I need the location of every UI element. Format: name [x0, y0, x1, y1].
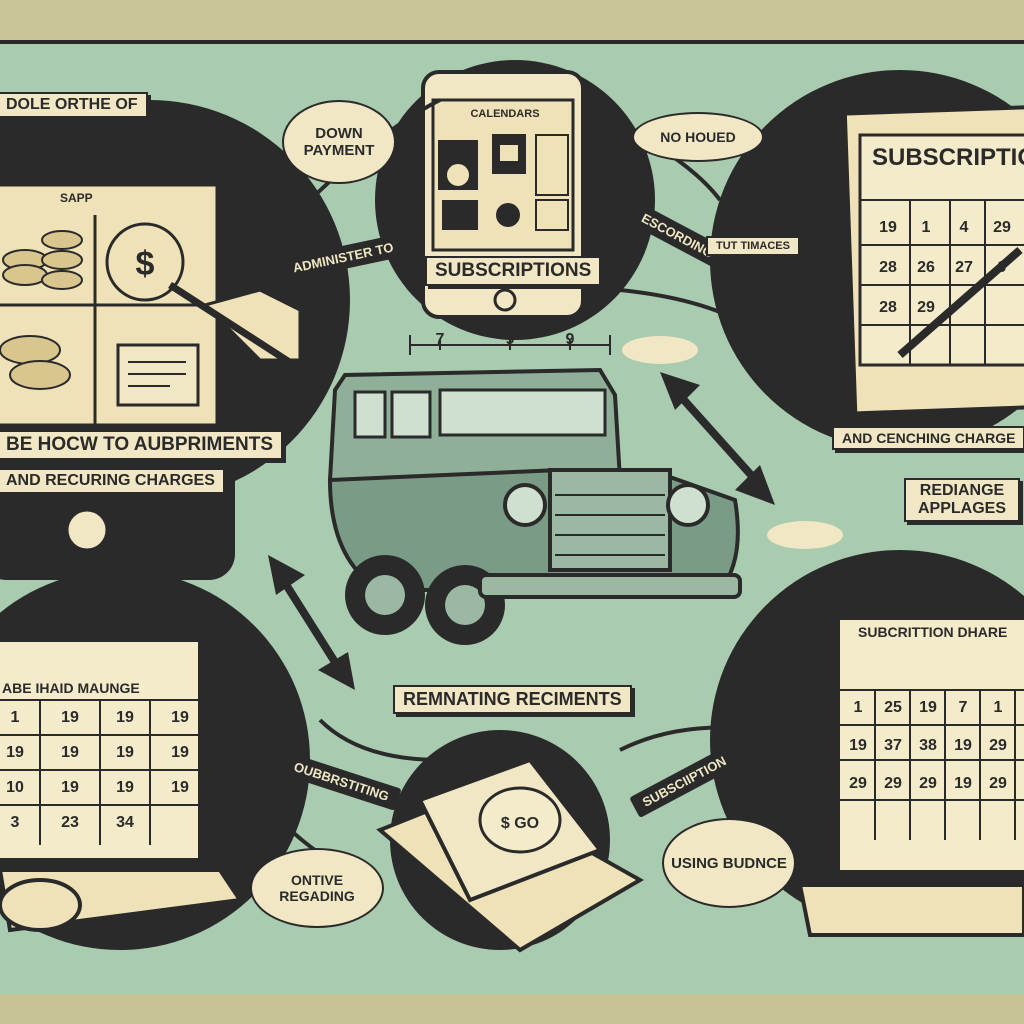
timeline-scale [409, 335, 611, 355]
hand-with-pen [168, 282, 327, 388]
calendar-date-cell: 37 [884, 737, 902, 754]
calendar-top-right-dates: 19 1 4 29 28 26 27 9 28 29 [879, 219, 1011, 316]
tut-timaces-tag: TUT TIMACES [706, 236, 800, 256]
no-houed-bubble: NO HOUED [632, 112, 764, 162]
down-payment-bubble: DOWN PAYMENT [282, 100, 396, 184]
rediange-label: REDIANGE APPLAGES [904, 478, 1020, 522]
calendar-date-cell: 19 [6, 744, 24, 761]
svg-text:$: $ [136, 245, 155, 283]
curved-arrow-icon [318, 718, 441, 762]
calendar-date-cell: 19 [954, 737, 972, 754]
calendar-date-cell: 29 [993, 219, 1011, 236]
tablet-device: $ [0, 120, 235, 580]
using-budnce-bubble: USING BUDNCE [662, 818, 796, 908]
top-left-banner: DOLE ORTHE OF [0, 92, 148, 118]
remnating-banner: REMNATING RECIMENTS [393, 685, 632, 714]
money-amount: $ GO [501, 815, 539, 832]
calendar-date-cell: 34 [116, 814, 134, 831]
calendar-date-cell: 4 [960, 219, 969, 236]
calendar-laptop-dates: 12519711193738192919292929192929 [849, 699, 1007, 792]
calendar-date-cell: 28 [879, 259, 897, 276]
subscriptions-center-label: SUBSCRIPTIONS [425, 256, 602, 286]
how-to-banner: BE HOCW TO AUBPRIMENTS [0, 430, 284, 460]
top-margin-band [0, 0, 1024, 40]
calendar-date-cell: 19 [954, 775, 972, 792]
calendar-date-cell: 29 [849, 775, 867, 792]
tablet-app-label: SAPP [60, 191, 93, 205]
calendar-date-cell: 9 [231, 814, 240, 831]
cloud-icon [622, 336, 698, 364]
laptop-device [797, 605, 1024, 937]
calendar-left-dates: 1 19 19 19 19 19 19 19 19 19 10 19 19 19 19 3 23 34 9 [6, 709, 244, 831]
calendar-date-cell: 10 [6, 779, 24, 796]
calendar-date-cell: 28 [879, 299, 897, 316]
double-arrow-right [660, 372, 775, 505]
calendar-date-cell: 19 [171, 744, 189, 761]
calendar-bottom-left [0, 638, 244, 933]
laptop-calendar-header: SUBCRITTION DHARE [858, 624, 1008, 640]
calendar-date-cell: 19 [879, 219, 897, 236]
calendar-date-cell: 1 [854, 699, 863, 716]
timeline-tick-label: 9 [506, 331, 515, 348]
calendar-date-cell: 9 [998, 259, 1007, 276]
calendar-top-right [778, 104, 1024, 416]
calendar-date-cell: 19 [849, 737, 867, 754]
calendar-date-cell: 19 [226, 709, 244, 726]
calendar-date-cell: 29 [919, 775, 937, 792]
timeline-tick-label: 9 [566, 331, 575, 348]
calendar-date-cell: 1 [11, 709, 20, 726]
phone-header: CALENDARS [470, 108, 540, 120]
timeline-tick-label: 7 [436, 331, 445, 348]
calendar-date-cell: 19 [919, 699, 937, 716]
vintage-car [327, 367, 742, 645]
calendar-date-cell: 29 [884, 775, 902, 792]
calendar-date-cell: 19 [171, 709, 189, 726]
calendar-date-cell: 19 [226, 779, 244, 796]
calendar-date-cell: 29 [989, 775, 1007, 792]
calendar-date-cell: 38 [919, 737, 937, 754]
and-cenching-banner: AND CENCHING CHARGE [832, 426, 1024, 450]
calendar-date-cell: 19 [116, 744, 134, 761]
calendar-date-cell: 1 [922, 219, 931, 236]
calendar-date-cell: 19 [226, 744, 244, 761]
calendar-date-cell: 19 [116, 779, 134, 796]
phone-device [421, 70, 585, 319]
calendar-date-cell: 25 [884, 699, 902, 716]
calendar-date-cell: 19 [171, 779, 189, 796]
calendar-date-cell: 19 [61, 709, 79, 726]
money-stack [376, 757, 645, 953]
calendar-date-cell: 19 [61, 779, 79, 796]
curved-arrow-icon [619, 288, 772, 342]
calendar-date-cell: 19 [61, 744, 79, 761]
calendar-date-cell: 27 [955, 259, 973, 276]
calendar-date-cell: 1 [994, 699, 1003, 716]
calendar-date-cell: 26 [917, 259, 935, 276]
calendar-date-cell: 29 [917, 299, 935, 316]
subscriptions-calendar-title: SUBSCRIPTIONS [872, 144, 1024, 171]
bottom-margin-band [0, 994, 1024, 1024]
double-arrow-left [268, 555, 355, 690]
left-calendar-header: ABE IHAID MAUNGE [2, 680, 140, 696]
calendar-date-cell: 3 [11, 814, 20, 831]
calendar-date-cell: 29 [989, 737, 1007, 754]
curved-arrow-icon [619, 725, 761, 752]
recurring-charges-banner: AND RECURING CHARGES [0, 468, 225, 494]
ontive-bubble: ONTIVE REGADING [250, 848, 384, 928]
calendar-date-cell: 23 [61, 814, 79, 831]
calendar-date-cell: 7 [959, 699, 968, 716]
cloud-icon [767, 521, 843, 549]
calendar-date-cell: 19 [116, 709, 134, 726]
